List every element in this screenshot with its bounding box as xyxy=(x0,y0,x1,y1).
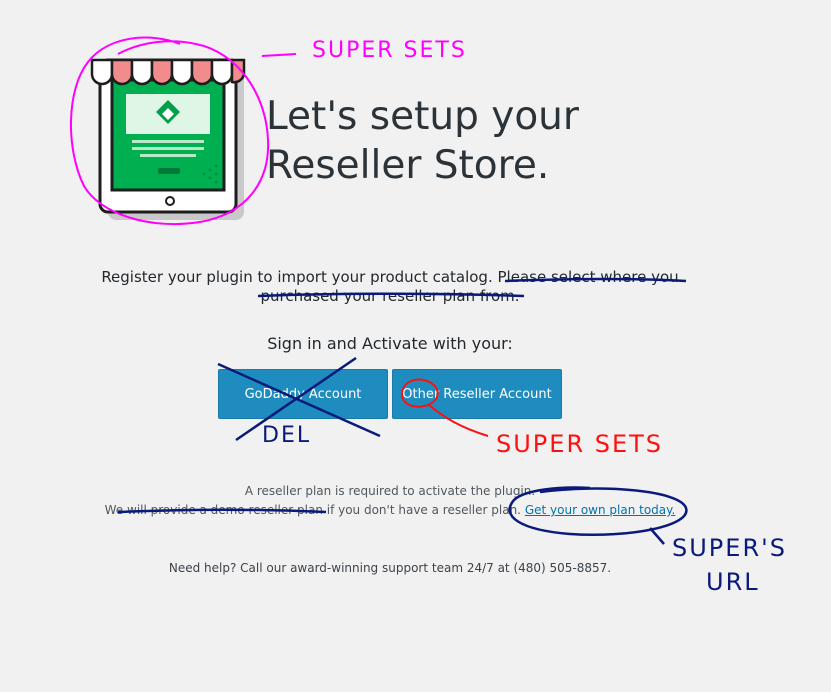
plan-note-struck: We will provide a demo reseller plan xyxy=(104,503,323,517)
register-instructions: Register your plugin to import your prod… xyxy=(90,268,690,306)
get-plan-link[interactable]: Get your own plan today. xyxy=(524,503,676,517)
plan-note-line1: A reseller plan is required to activate … xyxy=(244,484,536,498)
signin-label: Sign in and Activate with your: xyxy=(267,334,513,353)
other-button-annotation-label: SUPER SETS xyxy=(496,430,663,458)
plan-note-rest: if you don't have a reseller plan. xyxy=(322,503,521,517)
plan-note: A reseller plan is required to activate … xyxy=(0,482,780,520)
godaddy-del-label: DEL xyxy=(262,423,311,448)
plan-link-annotation-line1: SUPER'S xyxy=(672,534,787,562)
register-text: Register your plugin to import your prod… xyxy=(101,268,493,286)
other-reseller-account-button[interactable]: Other Reseller Account xyxy=(392,369,562,419)
store-icon xyxy=(90,58,246,220)
plan-link-pointer xyxy=(649,527,665,545)
page-title-line1: Let's setup your xyxy=(266,94,579,139)
page-title-line2: Reseller Store. xyxy=(266,143,550,188)
logo-annotation-label: SUPER SETS xyxy=(312,38,467,63)
logo-annotation-pointer xyxy=(261,53,297,57)
page-title: Let's setup your Reseller Store. xyxy=(266,92,579,190)
godaddy-account-button[interactable]: GoDaddy Account xyxy=(218,369,388,419)
support-help-text: Need help? Call our award-winning suppor… xyxy=(168,561,612,575)
plan-note-line2: We will provide a demo reseller plan if … xyxy=(0,501,780,520)
